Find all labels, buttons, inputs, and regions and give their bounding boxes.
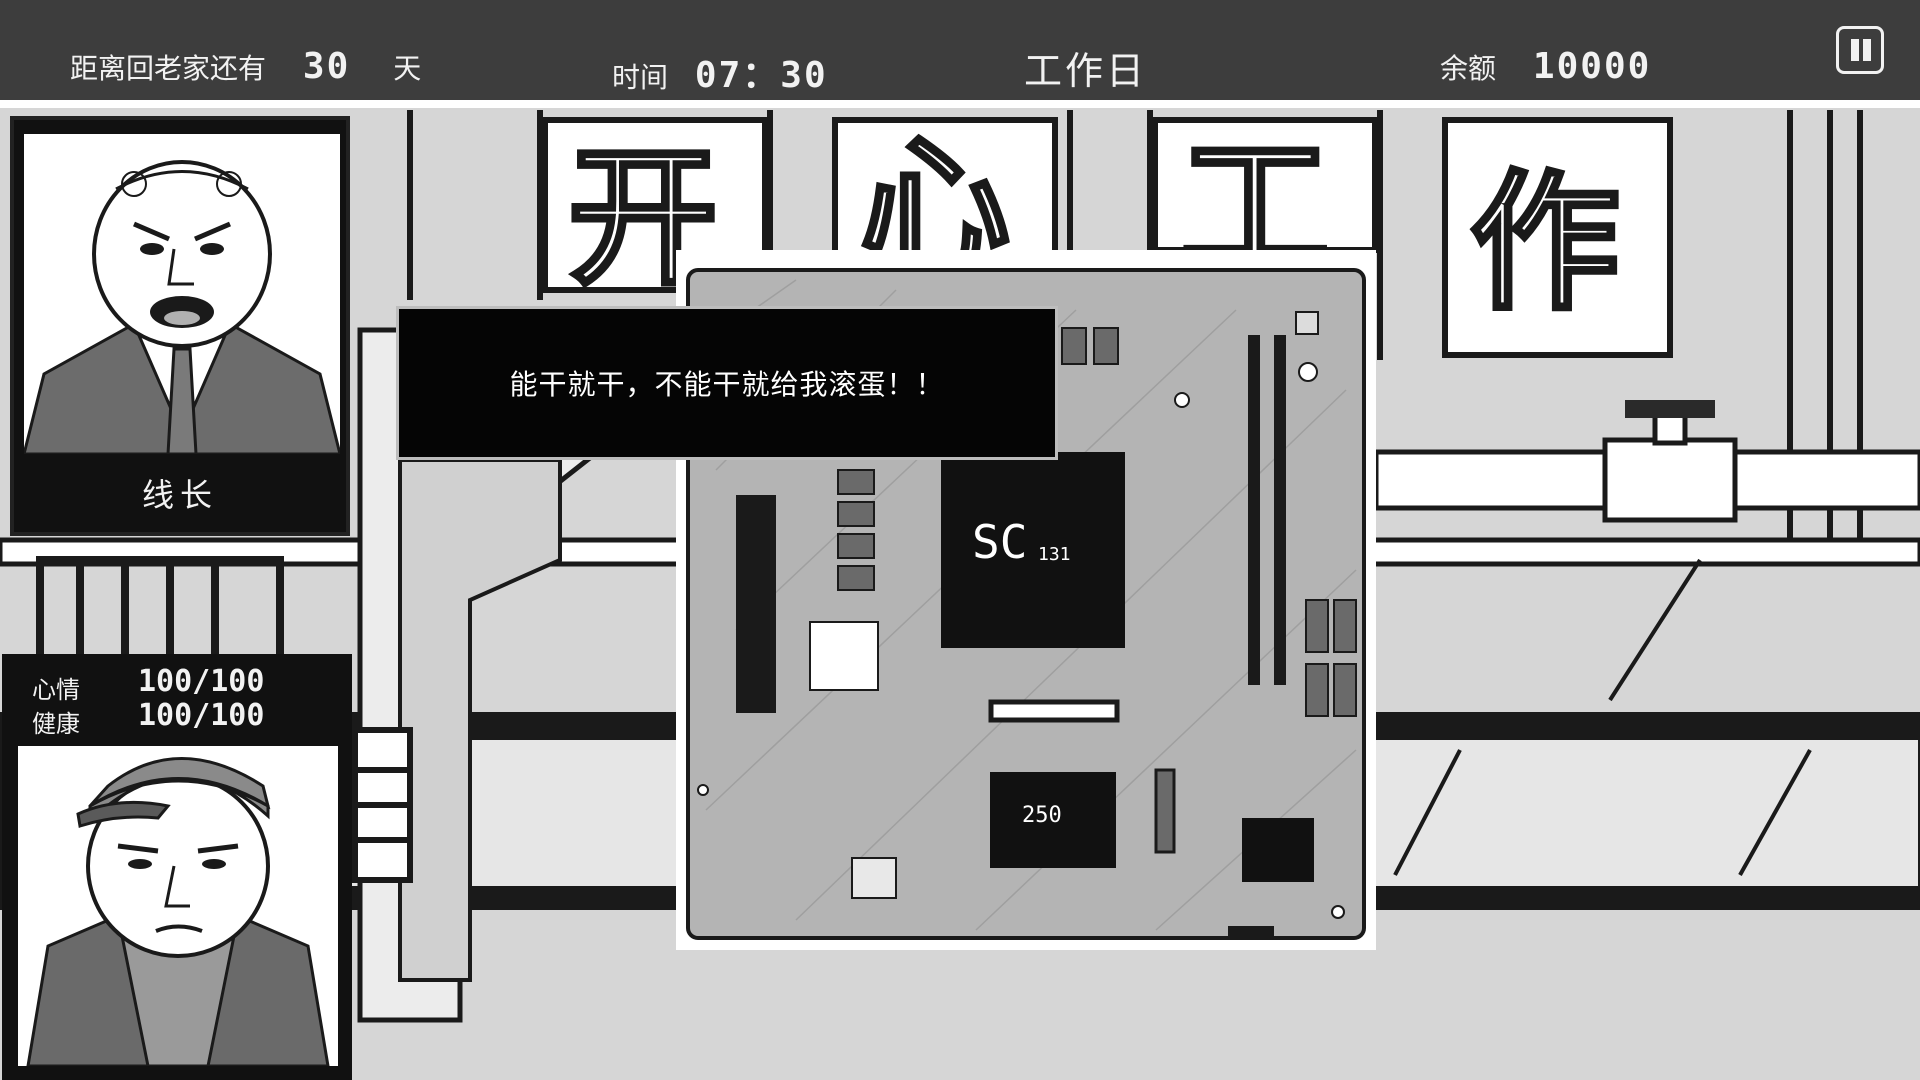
chip-small-label: 250 — [1022, 803, 1062, 828]
days-label: 距离回老家还有 — [70, 52, 267, 85]
time-label: 时间 — [612, 61, 669, 94]
player-stats: 心情 100/100 健康 100/100 — [2, 654, 352, 738]
mood-label: 心情 — [32, 676, 80, 704]
day-type: 工作日 — [1024, 49, 1148, 93]
health-stat: 健康 100/100 — [32, 698, 264, 739]
chip-main-sub: 131 — [1038, 544, 1071, 565]
balance: 余额 10000 — [1440, 46, 1651, 87]
balance-label: 余额 — [1440, 52, 1497, 85]
player-portrait — [18, 746, 338, 1066]
mood-stat: 心情 100/100 — [32, 664, 264, 705]
clock: 时间 07：30 — [612, 46, 828, 98]
balance-value: 10000 — [1532, 46, 1652, 87]
dialog-text: 能干就干，不能干就给我滚蛋！！ — [509, 368, 945, 401]
chip-main-label: SC — [972, 515, 1027, 569]
mood-value: 100/100 — [138, 664, 265, 699]
days-unit: 天 — [393, 52, 422, 85]
pause-button[interactable] — [1836, 26, 1884, 74]
dialog-box[interactable]: 能干就干，不能干就给我滚蛋！！ — [396, 306, 1058, 460]
boss-name: 线长 — [141, 476, 218, 514]
days-value: 30 — [302, 46, 351, 87]
days-remaining: 距离回老家还有 30 天 — [70, 46, 421, 87]
top-hud: 距离回老家还有 30 天 时间 07：30 工作日 余额 10000 — [0, 0, 1920, 100]
pause-icon — [1851, 39, 1859, 61]
health-value: 100/100 — [138, 698, 265, 733]
boss-portrait — [24, 134, 340, 454]
banner-char-4: 作 — [1470, 157, 1620, 331]
hud-divider — [0, 100, 1920, 108]
boss-card: 线长 — [10, 116, 350, 536]
player-card — [2, 738, 352, 1080]
time-value: 07：30 — [694, 55, 828, 96]
health-label: 健康 — [32, 710, 80, 738]
